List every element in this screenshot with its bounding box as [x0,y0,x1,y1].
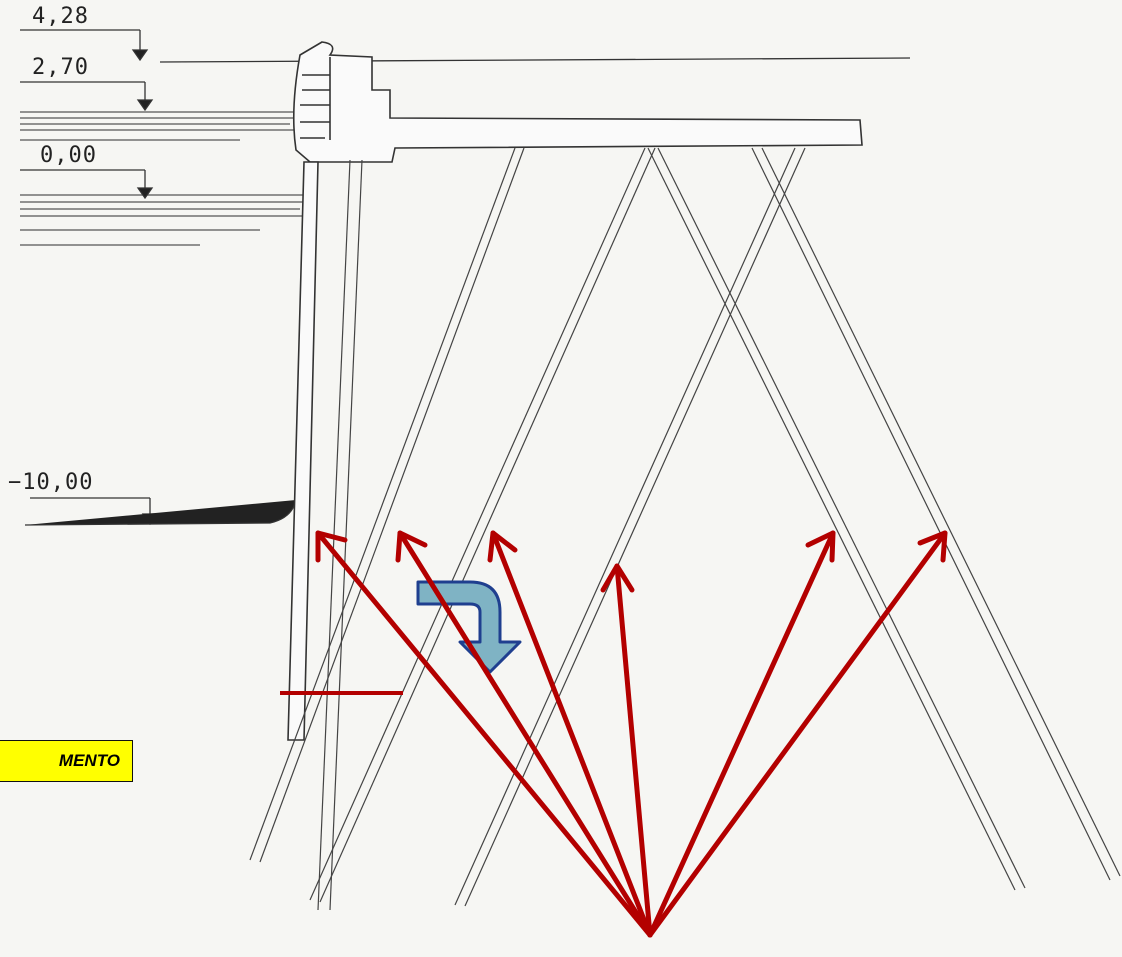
level-label-2-70: 2,70 [32,55,89,80]
bend-down-arrow-icon [416,580,522,674]
pointer-arrows [315,530,948,938]
raked-piles [249,147,1121,911]
callout-label: MENTO [0,740,133,782]
level-label-0-00: 0,00 [40,143,97,168]
level-leaders [20,29,911,526]
level-label-4-28: 4,28 [32,4,89,29]
quay-structure [287,41,863,741]
level-label-minus-10: −10,00 [8,470,94,495]
water-lines [20,111,305,246]
